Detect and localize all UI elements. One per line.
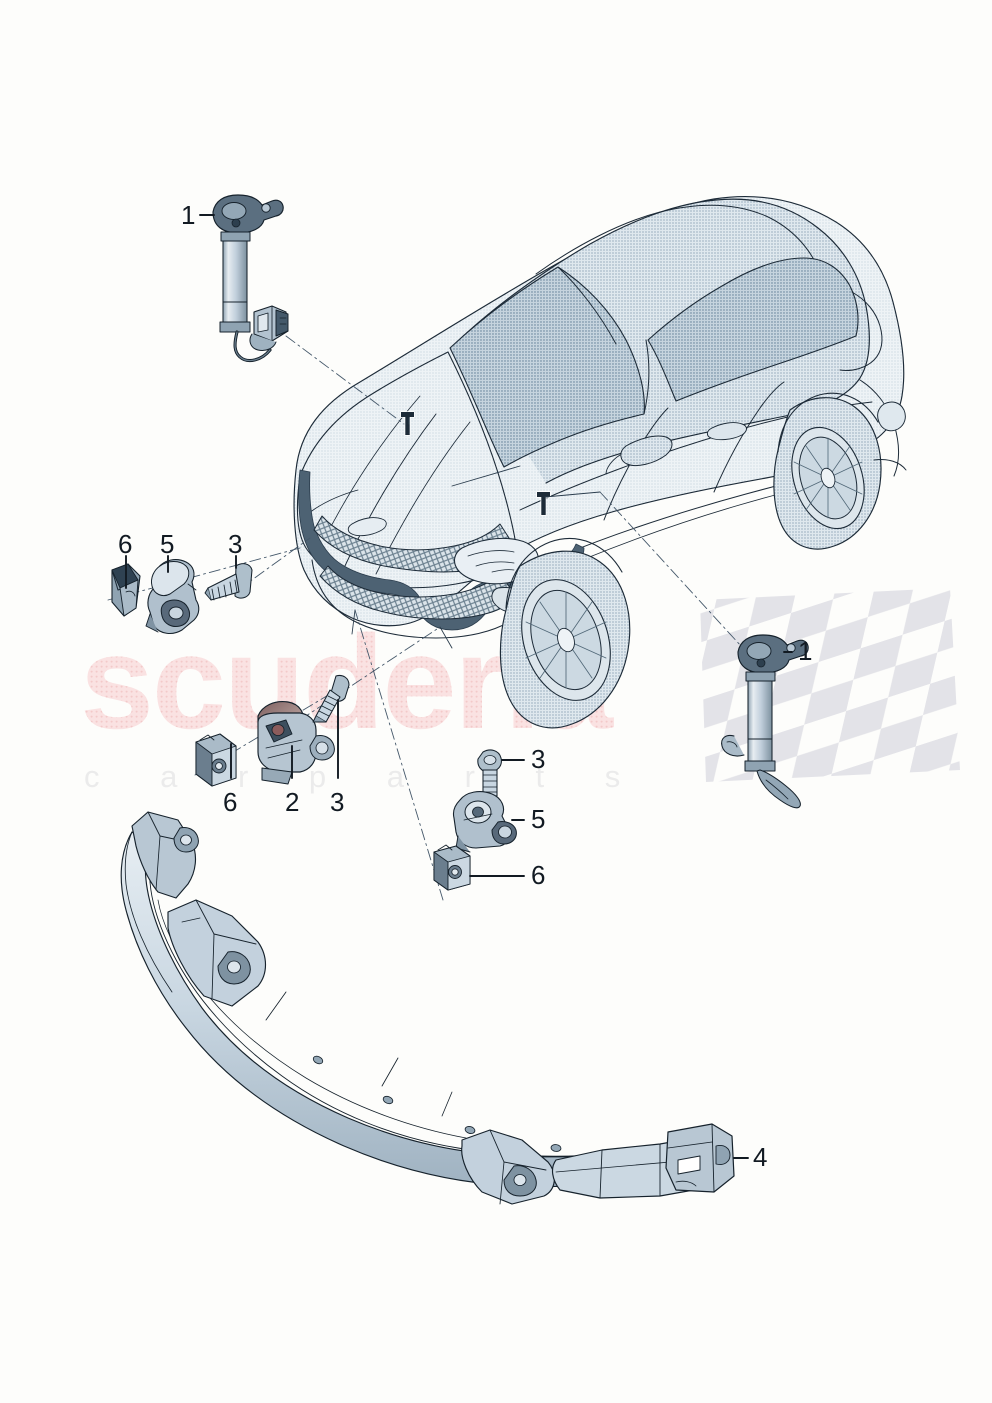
callout-6-right: 6 (531, 860, 546, 890)
callout-2-mid: 2 (285, 787, 300, 817)
part-1-actuator-right (721, 634, 809, 809)
callout-6-mid: 6 (223, 787, 238, 817)
part-5-catch-bracket-left (145, 559, 200, 635)
part-3-screw-mid (312, 675, 350, 723)
part-3-screw-left (204, 563, 253, 601)
part-2-hood-latch (257, 701, 335, 785)
callout-5-right: 5 (531, 804, 546, 834)
vehicle-illustration (293, 195, 907, 729)
callout-1-left: 1 (181, 200, 196, 230)
pointer-lines (351, 417, 601, 649)
part-1-actuator-left (212, 194, 289, 363)
callout-5-left: 5 (160, 529, 175, 559)
callout-4-beam: 4 (753, 1142, 768, 1172)
callout-6-left: 6 (118, 529, 133, 559)
part-6-clip-left (111, 563, 141, 617)
part-6-clip-right (433, 844, 471, 891)
callout-3-mid: 3 (330, 787, 345, 817)
part-5-catch-bracket-right (452, 791, 517, 853)
callout-3-right: 3 (531, 744, 546, 774)
callout-leaders (125, 214, 793, 1159)
part-4-bumper-impact-beam (120, 811, 735, 1205)
callout-3-left: 3 (228, 529, 243, 559)
part-6-clip-mid (195, 733, 237, 787)
callout-1-right: 1 (798, 636, 813, 666)
